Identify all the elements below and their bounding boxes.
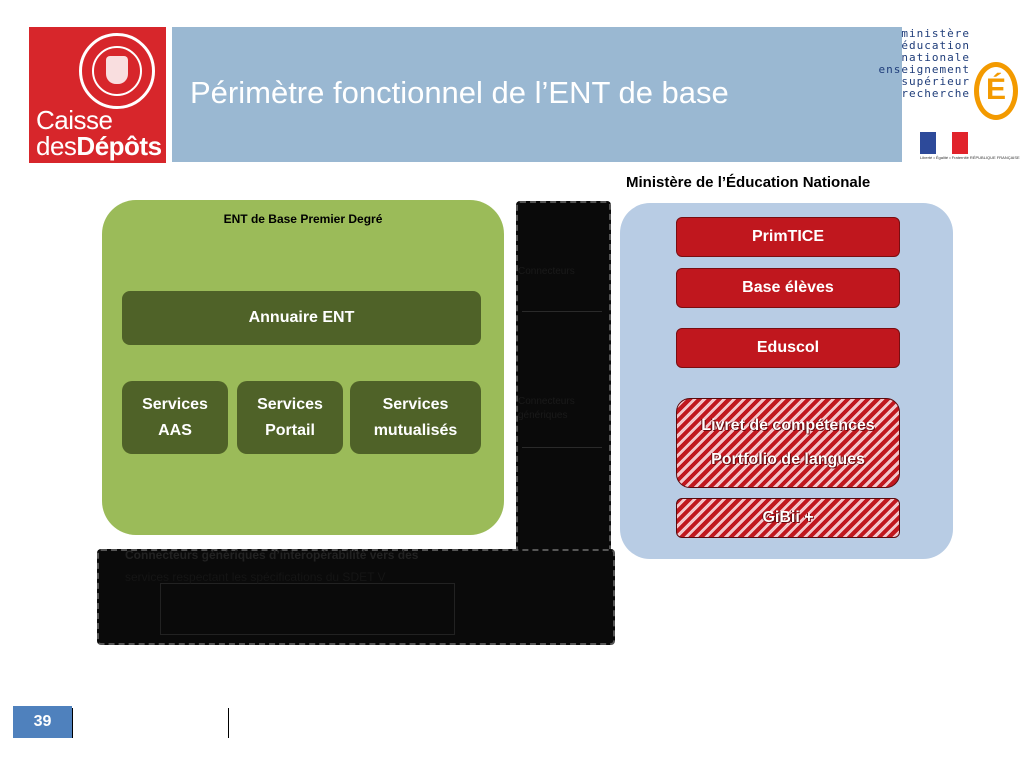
connector-line-upper [522,311,602,312]
connector-inner-frame [160,583,455,635]
gibii-box: GiBii + [676,498,900,538]
connector-bottom-label: Connecteurs génériques d’interopérabilit… [125,548,419,562]
logo-text-line1: Caisse [36,105,113,135]
eduscol-box: Eduscol [676,328,900,368]
republic-caption: Liberté • Égalité • Fraternité RÉPUBLIQU… [920,155,1020,160]
e-emblem-icon: É [974,62,1018,120]
french-flag-icon [920,132,970,154]
seal-icon [79,33,155,109]
slide-title: Périmètre fonctionnel de l’ENT de base [190,75,729,110]
primtice-box: PrimTICE [676,217,900,257]
title-band: Périmètre fonctionnel de l’ENT de base [172,27,902,162]
connector-label-upper: Connecteurs [518,266,575,277]
ministry-logo: ministère éducation nationale enseigneme… [879,26,1024,166]
annuaire-ent: Annuaire ENT [122,291,481,345]
portfolio-label: Portfolio de langues [711,451,865,468]
base-eleves-box: Base élèves [676,268,900,308]
ent-premier-degre-box: ENT de Base Premier Degré [102,200,504,535]
connector-label-middle-2: génériques [518,410,568,421]
ministry-label: Ministère de l’Éducation Nationale [626,174,871,191]
connector-line-middle [522,447,602,448]
page-number: 39 [13,706,72,738]
connector-horizontal-bar [97,549,615,645]
logo-text-line2: desDépôts [36,131,162,161]
footer-divider-right [228,708,229,738]
connector-vertical-bar: Connecteurs Connecteurs génériques [516,201,611,565]
connector-bottom-label-2: services respectant les spécifications d… [125,570,386,584]
caisse-des-depots-logo: Caisse desDépôts [29,27,166,163]
footer-divider-left [72,708,73,738]
ent-box-title: ENT de Base Premier Degré [223,212,383,226]
livret-label: Livret de compétences [701,417,875,434]
livret-portfolio-box: Livret de compétences Portfolio de langu… [676,398,900,488]
ministry-words: ministère éducation nationale enseigneme… [878,27,970,100]
connector-label-middle-1: Connecteurs [518,396,575,407]
